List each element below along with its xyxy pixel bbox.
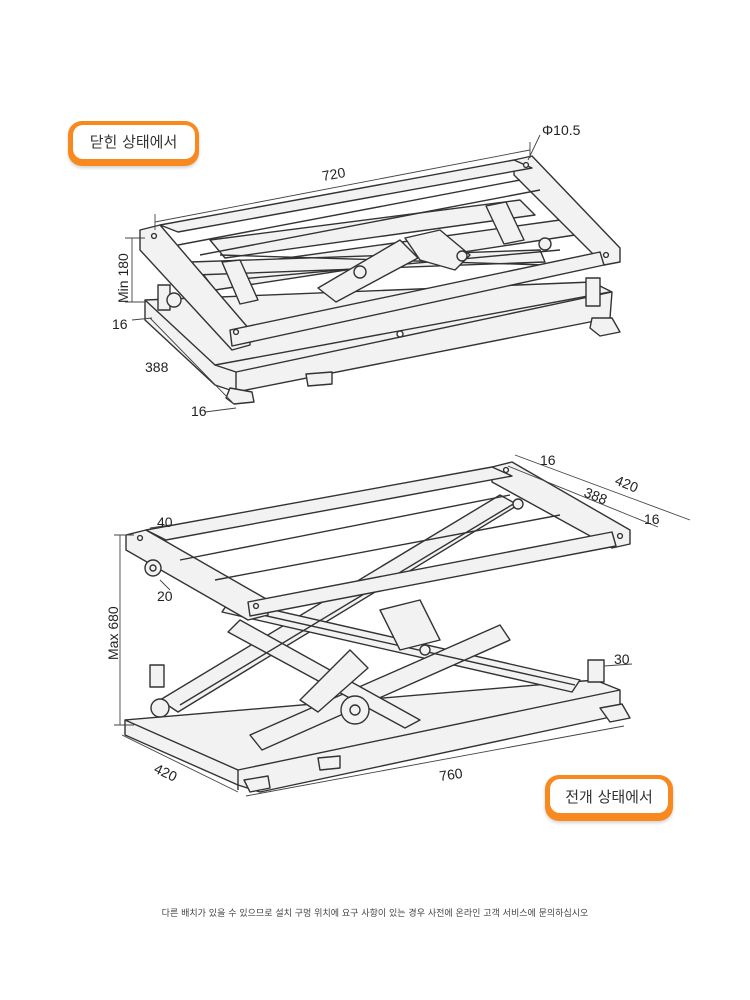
closed-state-label: 닫힌 상태에서 <box>68 121 199 166</box>
dim-max-height: Max 680 <box>105 606 121 660</box>
dim-beam-width: 40 <box>157 514 173 530</box>
dim-min-height: Min 180 <box>115 253 131 303</box>
dim-base-width: 420 <box>152 760 180 784</box>
open-state-label: 전개 상태에서 <box>545 775 673 821</box>
dim-thickness-upper: 16 <box>112 316 128 332</box>
dim-outer-width: 420 <box>613 472 641 496</box>
open-state-text: 전개 상태에서 <box>550 779 668 813</box>
dim-base-length: 760 <box>438 765 464 784</box>
dim-roller-offset: 20 <box>157 588 173 604</box>
open-lift-drawing <box>124 461 631 793</box>
dim-length-top: 720 <box>321 164 347 184</box>
dim-side-thickness: 16 <box>644 511 660 527</box>
dim-top-thickness: 16 <box>540 452 556 468</box>
dim-hole-diameter: Φ10.5 <box>542 122 581 138</box>
closed-state-text: 닫힌 상태에서 <box>72 124 195 159</box>
dim-width-top: 388 <box>145 359 169 375</box>
dim-post-height: 30 <box>614 651 630 667</box>
installation-footnote: 다른 배치가 있을 수 있으므로 설치 구멍 위치에 요구 사항이 있는 경우 … <box>161 909 589 919</box>
dim-thickness-lower: 16 <box>191 403 207 419</box>
closed-lift-drawing <box>139 155 621 405</box>
